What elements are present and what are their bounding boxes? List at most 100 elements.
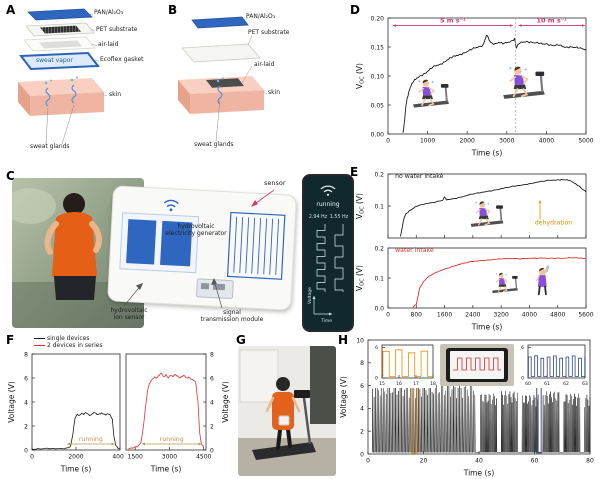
- svg-text:62: 62: [563, 381, 569, 387]
- svg-text:4000: 4000: [522, 312, 537, 319]
- svg-text:20: 20: [420, 458, 428, 465]
- svg-text:Voltage (V): Voltage (V): [221, 381, 230, 423]
- svg-text:2: 2: [24, 423, 28, 430]
- svg-text:3000: 3000: [162, 454, 177, 461]
- legend-item: 2 devices in series: [34, 342, 103, 349]
- svg-text:63: 63: [582, 381, 588, 387]
- svg-text:15: 15: [379, 381, 385, 387]
- svg-text:Time (s): Time (s): [463, 469, 495, 478]
- legend-item: single devices: [34, 335, 103, 342]
- panel-g: G: [236, 334, 338, 478]
- svg-text:800: 800: [411, 312, 423, 319]
- layer-label-sweat-vapor: sweat vapor: [36, 57, 73, 64]
- svg-text:0.20: 0.20: [371, 15, 385, 22]
- svg-text:Time (s): Time (s): [60, 465, 92, 474]
- svg-text:5 m s⁻¹: 5 m s⁻¹: [440, 17, 466, 25]
- svg-text:60: 60: [525, 381, 531, 387]
- svg-text:0.05: 0.05: [371, 102, 385, 109]
- drinking-person-icon: [535, 264, 551, 296]
- panel-a: A PAN/Al₂O₃ PET substrate air-laid sweat…: [6, 4, 168, 164]
- svg-text:VOC (V): VOC (V): [355, 63, 366, 89]
- svg-text:1000: 1000: [420, 138, 435, 145]
- svg-text:0.2: 0.2: [374, 171, 384, 178]
- label-sweat-glands: sweat glands: [30, 143, 70, 150]
- svg-text:0: 0: [386, 312, 390, 319]
- svg-text:no water intake: no water intake: [395, 173, 443, 180]
- generator-electrode: [126, 219, 157, 265]
- airlaid-layer: [206, 78, 244, 88]
- panel-g-label: G: [236, 333, 246, 347]
- phone-time-axis: Time: [320, 318, 332, 324]
- svg-text:2000: 2000: [460, 138, 475, 145]
- label-sweat-glands: sweat glands: [194, 141, 234, 148]
- svg-text:0.15: 0.15: [371, 44, 385, 51]
- legend-label-single: single devices: [47, 335, 90, 342]
- treadmill-photo: [238, 346, 336, 476]
- layer-label-airlaid: air-laid: [98, 41, 119, 48]
- assembled-device-schematic: [178, 16, 268, 142]
- svg-text:4: 4: [210, 399, 214, 406]
- svg-text:16: 16: [396, 381, 402, 387]
- svg-text:water intake: water intake: [395, 247, 434, 254]
- svg-text:4: 4: [24, 399, 28, 406]
- svg-text:2400: 2400: [465, 312, 480, 319]
- phone-freq-right: 1.55 Hz: [330, 214, 349, 220]
- svg-text:61: 61: [544, 381, 550, 387]
- panel-a-label: A: [6, 3, 16, 17]
- panel-b-label: B: [168, 3, 178, 17]
- svg-text:0.1: 0.1: [374, 203, 384, 210]
- svg-text:running: running: [79, 436, 103, 443]
- label-transmission-module: signal transmission module: [200, 309, 264, 323]
- generator-electrode: [160, 220, 193, 267]
- svg-text:VOC (V): VOC (V): [355, 193, 366, 219]
- svg-text:4: 4: [360, 406, 364, 413]
- ecoflex-gasket-layer: [19, 51, 100, 71]
- svg-text:5000: 5000: [578, 138, 593, 145]
- svg-text:0: 0: [210, 447, 214, 454]
- svg-text:8: 8: [24, 351, 28, 358]
- svg-text:0: 0: [375, 376, 378, 382]
- svg-text:0.0: 0.0: [374, 305, 384, 312]
- svg-text:0: 0: [30, 454, 34, 461]
- svg-text:0.10: 0.10: [371, 73, 385, 80]
- svg-text:Voltage (V): Voltage (V): [7, 381, 16, 423]
- svg-text:4000: 4000: [112, 454, 124, 461]
- svg-text:2000: 2000: [68, 454, 83, 461]
- phone-status-text: running: [316, 201, 339, 208]
- pan-membrane-layer: [27, 8, 93, 21]
- annotation-arrows: [123, 189, 275, 309]
- panel-b: B PAN/Al₂O₃ PET substrate air-laid skin …: [168, 4, 298, 164]
- runner-shirt: [52, 212, 97, 282]
- legend-line-single: [34, 337, 45, 340]
- svg-text:3000: 3000: [499, 138, 514, 145]
- svg-text:6: 6: [521, 345, 524, 351]
- svg-text:17: 17: [413, 381, 419, 387]
- svg-text:0: 0: [24, 447, 28, 454]
- phone-freq-left: 2.94 Hz: [309, 214, 328, 220]
- skin-top: [18, 78, 104, 96]
- sweat-gland-icon: [45, 87, 51, 107]
- signal-icon: [169, 208, 173, 212]
- layer-label-pan: PAN/Al₂O₃: [94, 9, 124, 16]
- pet-substrate-layer: [181, 43, 261, 63]
- runner-cartoon-icon: [502, 65, 546, 100]
- f-legend: single devices 2 devices in series: [34, 335, 103, 349]
- svg-text:1600: 1600: [437, 312, 452, 319]
- svg-text:0.00: 0.00: [371, 131, 385, 138]
- svg-text:3200: 3200: [494, 312, 509, 319]
- svg-text:0: 0: [360, 451, 364, 458]
- legend-label-series: 2 devices in series: [47, 342, 103, 349]
- svg-text:VOC (V): VOC (V): [355, 265, 366, 291]
- svg-text:1500: 1500: [128, 454, 143, 461]
- svg-text:4800: 4800: [550, 312, 565, 319]
- phone-display-photo: [440, 344, 514, 386]
- phone-voltage-axis: Voltage: [307, 287, 313, 304]
- skin-front: [30, 92, 104, 116]
- svg-text:0: 0: [386, 138, 390, 145]
- svg-text:10: 10: [356, 337, 364, 344]
